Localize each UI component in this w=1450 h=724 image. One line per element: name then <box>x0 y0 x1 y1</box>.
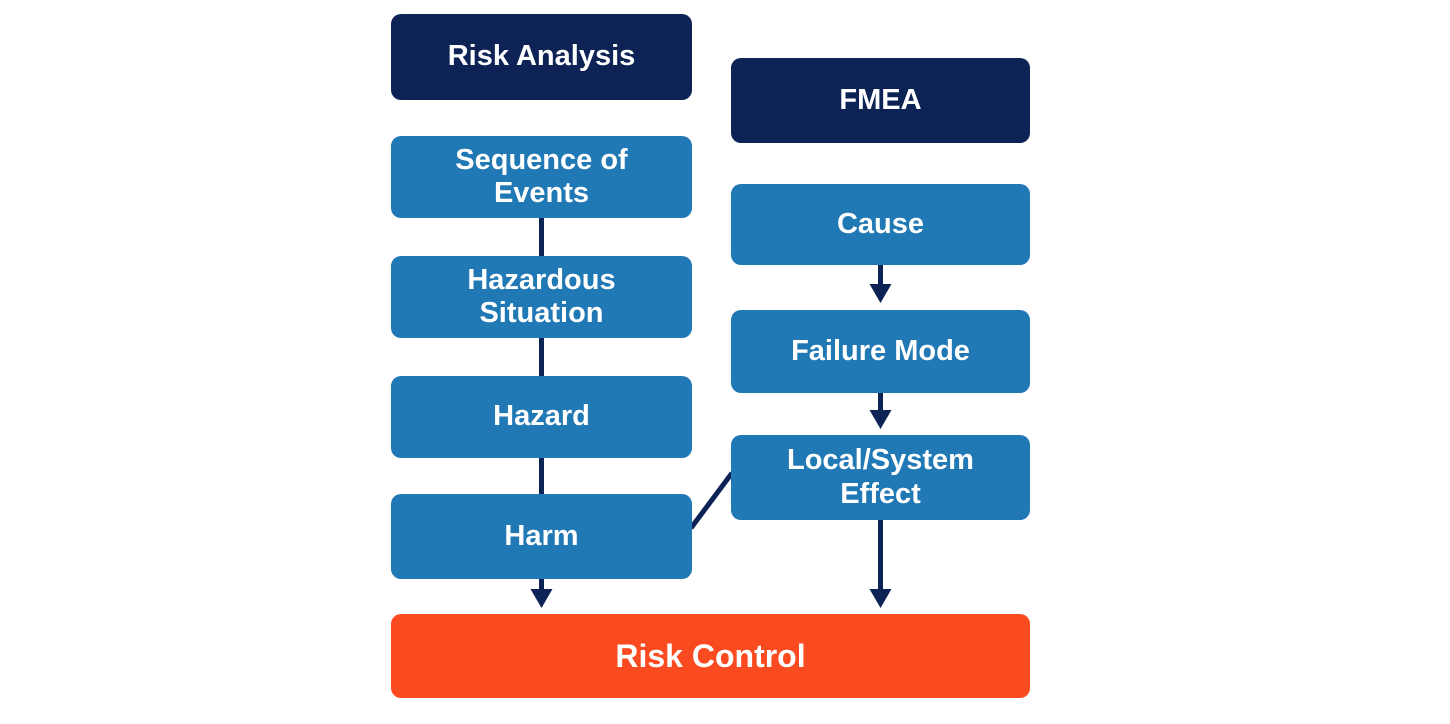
arrowhead-cause-to-failure-mode <box>869 284 892 303</box>
node-cause: Cause <box>731 184 1030 265</box>
node-label: Harm <box>504 519 579 552</box>
node-label: Hazard <box>493 400 590 433</box>
node-risk-control: Risk Control <box>391 614 1030 698</box>
connector-harm-to-local-system-effect <box>688 471 735 530</box>
node-hazard: Hazard <box>391 376 692 458</box>
arrowhead-local-system-effect-to-risk-control <box>869 589 892 608</box>
node-hazardous-situation: Hazardous Situation <box>391 256 692 338</box>
node-fmea-header: FMEA <box>731 58 1030 143</box>
node-label: Cause <box>836 207 925 240</box>
node-label: FMEA <box>839 83 922 116</box>
arrowhead-failure-mode-to-local-system-effect <box>869 410 892 429</box>
node-sequence-of-events: Sequence of Events <box>391 136 692 218</box>
node-label: Failure Mode <box>791 334 970 367</box>
node-label: Risk Control <box>615 637 806 674</box>
node-local-system-effect: Local/System Effect <box>731 435 1030 520</box>
node-label: Local/System Effect <box>787 444 974 510</box>
node-failure-mode: Failure Mode <box>731 310 1030 393</box>
node-label: Hazardous Situation <box>467 263 616 329</box>
node-harm: Harm <box>391 494 692 579</box>
node-label: Risk Analysis <box>447 40 636 73</box>
arrowhead-harm-to-risk-control <box>530 589 553 608</box>
node-label: Sequence of Events <box>455 143 628 209</box>
node-risk-analysis-header: Risk Analysis <box>391 14 692 100</box>
